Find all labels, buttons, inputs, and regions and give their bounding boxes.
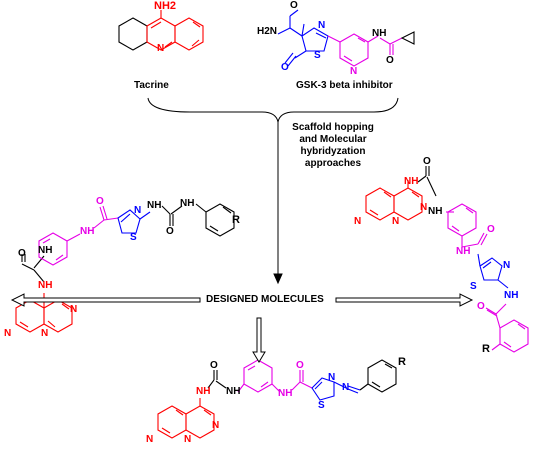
gsk3-thiazole-n-label: N <box>318 20 326 31</box>
left-thiazole-s-label: S <box>130 232 137 243</box>
right-pyridine-n-label: N <box>354 216 362 227</box>
gsk3-h2n-label: H2N <box>257 26 278 37</box>
bottom-urea-o-label: O <box>210 360 218 371</box>
left-nh-2-label: NH <box>38 245 53 256</box>
approach-line-3: hybridyzation <box>300 146 366 157</box>
bottom-pyrimidine-n1-label: N <box>184 434 192 445</box>
right-r-label: R <box>482 343 490 355</box>
approach-line-4: approaches <box>304 158 362 169</box>
left-urea2-o-label: O <box>166 226 174 237</box>
left-nh-4-label: NH <box>180 198 195 209</box>
left-nh-1-label: NH <box>38 280 53 291</box>
bottom-molecule-structure <box>157 359 397 439</box>
bottom-amide-nh-label: NH <box>278 388 293 399</box>
gsk3-carbonyl-o-label: O <box>386 55 394 66</box>
left-nh-3-label: NH <box>147 200 162 211</box>
left-amide-o-label: O <box>96 196 104 207</box>
gsk3-amide-o-label: O <box>281 62 289 73</box>
left-r-label: R <box>232 214 240 226</box>
left-pyridine-n-label: N <box>4 328 12 339</box>
left-amide-nh-label: NH <box>80 226 95 237</box>
bottom-imine-n-label: N <box>342 382 350 393</box>
bottom-thiazole-s-label: S <box>318 400 325 411</box>
approach-caption: Scaffold hopping and Molecular hybridyza… <box>268 122 398 170</box>
arrow-left <box>10 293 201 307</box>
gsk3-pyridine-n-label: N <box>350 66 358 77</box>
tacrine-nh2-label: NH2 <box>154 0 177 12</box>
tacrine-n-label: N <box>157 43 165 54</box>
designed-molecules-caption: DESIGNED MOLECULES <box>206 294 324 305</box>
gsk3-caption: GSK-3 beta inhibitor <box>296 80 393 91</box>
bottom-r-label: R <box>398 356 406 368</box>
tacrine-structure <box>118 10 204 51</box>
approach-line-1: Scaffold hopping <box>292 122 374 133</box>
right-benzamide-o-label: O <box>477 301 485 312</box>
gsk3-methoxy-o-label: O <box>290 0 298 11</box>
left-pyrimidine-n1-label: N <box>41 328 49 339</box>
right-pyrimidine-n1-label: N <box>392 216 400 227</box>
bottom-pyridine-n-label: N <box>146 434 154 445</box>
right-molecule-structure <box>365 166 529 353</box>
right-nh-2-label: NH <box>428 206 443 217</box>
gsk3-nh-label: NH <box>372 28 387 39</box>
tacrine-caption: Tacrine <box>134 80 169 91</box>
right-pyrimidine-n2-label: N <box>420 202 428 213</box>
right-amide-o-label: O <box>487 224 495 235</box>
right-nh-3-label: NH <box>504 290 519 301</box>
right-urea-o-label: O <box>423 156 431 167</box>
bottom-nh-1-label: NH <box>196 386 211 397</box>
arrow-down <box>252 317 266 363</box>
right-nh-1-label: NH <box>404 176 419 187</box>
bottom-pyrimidine-n2-label: N <box>212 420 220 431</box>
right-amide-nh-label: NH <box>456 246 471 257</box>
right-thiazole-s-label: S <box>470 281 477 292</box>
bottom-amide-o-label: O <box>296 360 304 371</box>
bottom-thiazole-n-label: N <box>328 372 336 383</box>
convergence-brace <box>147 97 399 285</box>
left-molecule-structure <box>15 203 235 333</box>
left-thiazole-n-label: N <box>134 205 142 216</box>
approach-line-2: and Molecular <box>299 134 367 145</box>
left-urea-o-label: O <box>18 248 26 259</box>
arrow-right <box>335 293 474 307</box>
left-pyrimidine-n2-label: N <box>70 304 78 315</box>
gsk3-thiazole-s-label: S <box>314 50 321 61</box>
right-thiazole-n-label: N <box>503 260 511 271</box>
gsk3-structure <box>277 9 415 67</box>
bottom-nh-2-label: NH <box>226 386 241 397</box>
